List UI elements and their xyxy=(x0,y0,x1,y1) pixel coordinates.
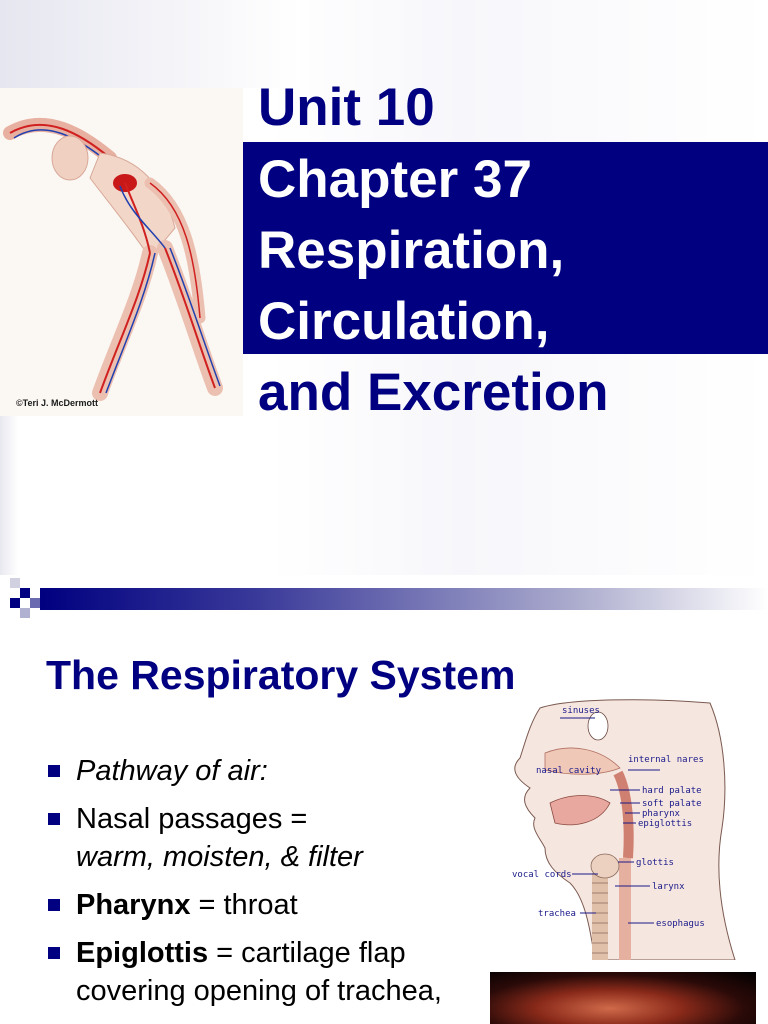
bullet-text-continued: warm, moisten, & filter xyxy=(76,841,363,873)
decor-square xyxy=(10,578,20,588)
label-pharynx: pharynx xyxy=(642,809,681,819)
label-esophagus: esophagus xyxy=(656,919,705,929)
bullet-text: = throat xyxy=(190,889,298,921)
human-figure-drawing xyxy=(3,117,223,401)
bullet-item: Pathway of air: xyxy=(46,752,506,790)
bullet-term: Pharynx xyxy=(76,889,191,921)
unit-title: Unit 10 xyxy=(258,78,435,137)
decor-square xyxy=(30,598,40,608)
decor-square xyxy=(20,608,30,618)
label-internal-nares: internal nares xyxy=(628,755,704,765)
label-nasal-cavity: nasal cavity xyxy=(536,766,602,776)
label-vocal-cords: vocal cords xyxy=(512,870,572,880)
bullet-term: Epiglottis xyxy=(76,937,209,969)
label-soft-palate: soft palate xyxy=(642,799,702,809)
throat-photo xyxy=(490,972,756,1024)
header-stripe xyxy=(40,588,768,610)
label-larynx: larynx xyxy=(652,882,685,892)
header-band xyxy=(0,0,300,88)
decor-square xyxy=(10,598,20,608)
slide-heading: The Respiratory System xyxy=(46,652,516,698)
bullet-text: Nasal passages = xyxy=(76,803,308,835)
chapter-line-1: Chapter 37 xyxy=(258,150,532,209)
bullet-item: Nasal passages = warm, moisten, & filter xyxy=(46,800,506,876)
bullet-text: Pathway of air: xyxy=(76,755,268,787)
bullet-list: Pathway of air: Nasal passages = warm, m… xyxy=(46,752,506,1020)
chapter-line-4: and Excretion xyxy=(258,363,609,422)
label-hard-palate: hard palate xyxy=(642,786,702,796)
respiratory-slide: The Respiratory System Pathway of air: N… xyxy=(0,620,768,1024)
title-slide: ©Teri J. McDermott Unit 10 Chapter 37 Re… xyxy=(0,0,768,575)
illustration-credit: ©Teri J. McDermott xyxy=(16,398,98,408)
circulatory-system-illustration: ©Teri J. McDermott xyxy=(0,88,243,416)
bullet-square-icon xyxy=(48,899,60,911)
respiratory-anatomy-diagram: sinuses internal nares nasal cavity hard… xyxy=(512,699,736,960)
chapter-line-3: Circulation, xyxy=(258,292,550,351)
label-epiglottis: epiglottis xyxy=(638,819,692,829)
bullet-square-icon xyxy=(48,813,60,825)
bullet-text: = cartilage flap covering opening of tra… xyxy=(76,937,442,1007)
bullet-square-icon xyxy=(48,947,60,959)
decor-square xyxy=(20,588,30,598)
title-highlight-box xyxy=(243,142,768,354)
chapter-line-2: Respiration, xyxy=(258,221,565,280)
slide-gap xyxy=(0,575,768,583)
bullet-item: Pharynx = throat xyxy=(46,886,506,924)
label-trachea: trachea xyxy=(538,909,576,919)
label-sinuses: sinuses xyxy=(562,706,600,716)
bullet-item: Epiglottis = cartilage flap covering ope… xyxy=(46,934,506,1010)
bullet-square-icon xyxy=(48,765,60,777)
label-glottis: glottis xyxy=(636,858,674,868)
